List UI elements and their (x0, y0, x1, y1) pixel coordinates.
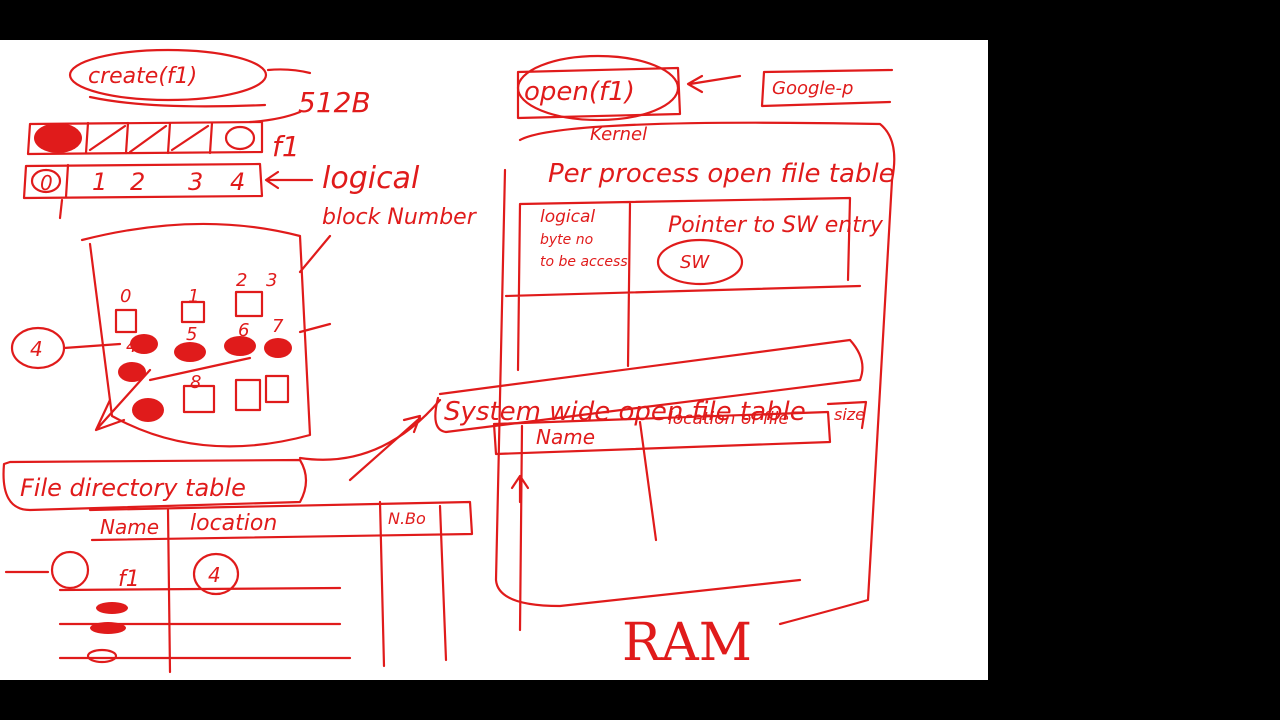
sw-circle (656, 238, 744, 286)
pp-col-left-2: byte no (540, 232, 593, 248)
block-number-0: 0 (40, 171, 53, 195)
file-directory-table-banner (2, 458, 308, 512)
disk-grid-7: 7 (272, 316, 284, 337)
disk-grid-0: 0 (120, 286, 131, 307)
sw-circle-text: SW (680, 252, 710, 273)
block-number-1: 1 (92, 168, 107, 196)
block-number-2: 2 (130, 168, 145, 196)
block-number-4: 4 (230, 168, 245, 196)
sw-col-size: size (834, 405, 865, 424)
file-directory-table-header (88, 500, 474, 542)
pp-col-right: Pointer to SW entry (668, 213, 884, 238)
per-process-title: Per process open file table (548, 159, 895, 189)
ram-label: RAM (622, 613, 752, 673)
fdt-col-nbo: N.Bo (388, 509, 426, 528)
disk-grid-2: 2 (236, 270, 247, 291)
fdt-row-name: f1 (118, 567, 140, 592)
create-call-oval (68, 48, 268, 102)
kernel-label: Kernel (590, 124, 647, 145)
disk-grid-6: 6 (238, 320, 249, 341)
file-directory-table-title: File directory table (20, 474, 246, 502)
disk-grid-8: 8 (190, 372, 201, 393)
fdt-row-name-circle (50, 550, 90, 590)
block-number-label: block Number (322, 205, 478, 230)
system-wide-title: System wide open file table (444, 397, 806, 427)
system-wide-header (492, 400, 868, 456)
file-label: f1 (272, 130, 300, 163)
ram-enclosure (494, 121, 896, 626)
block-number-strip (22, 162, 264, 200)
whiteboard: create(f1) 512B f1 0 1 2 3 4 logical blo… (0, 40, 988, 680)
block-size-label: 512B (298, 86, 371, 119)
logical-label: logical (322, 161, 420, 196)
create-call-text: create(f1) (88, 64, 197, 89)
disk-grid-5: 5 (186, 324, 197, 345)
sw-col-location: location of file (668, 409, 789, 429)
block-number-3: 3 (188, 168, 203, 196)
disk-cylinder (80, 222, 312, 448)
fdt-row-location-circle (192, 552, 240, 596)
fdt-row-location: 4 (208, 563, 221, 587)
disk-grid-3: 3 (266, 270, 277, 291)
pp-col-left-3: to be access (540, 254, 628, 270)
open-call-text: open(f1) (524, 77, 635, 107)
sw-col-name: Name (536, 425, 595, 449)
diagram-ink: create(f1) 512B f1 0 1 2 3 4 logical blo… (2, 48, 896, 674)
pointer-badge-text: 4 (30, 337, 43, 361)
side-note: Google-p (772, 78, 853, 99)
disk-grid-1: 1 (188, 286, 199, 307)
pp-col-left-1: logical (540, 207, 595, 227)
file-strip (26, 120, 264, 156)
fdt-col-name: Name (100, 515, 159, 539)
system-wide-banner (434, 338, 864, 434)
fdt-col-location: location (190, 511, 277, 536)
per-process-table (504, 196, 862, 372)
